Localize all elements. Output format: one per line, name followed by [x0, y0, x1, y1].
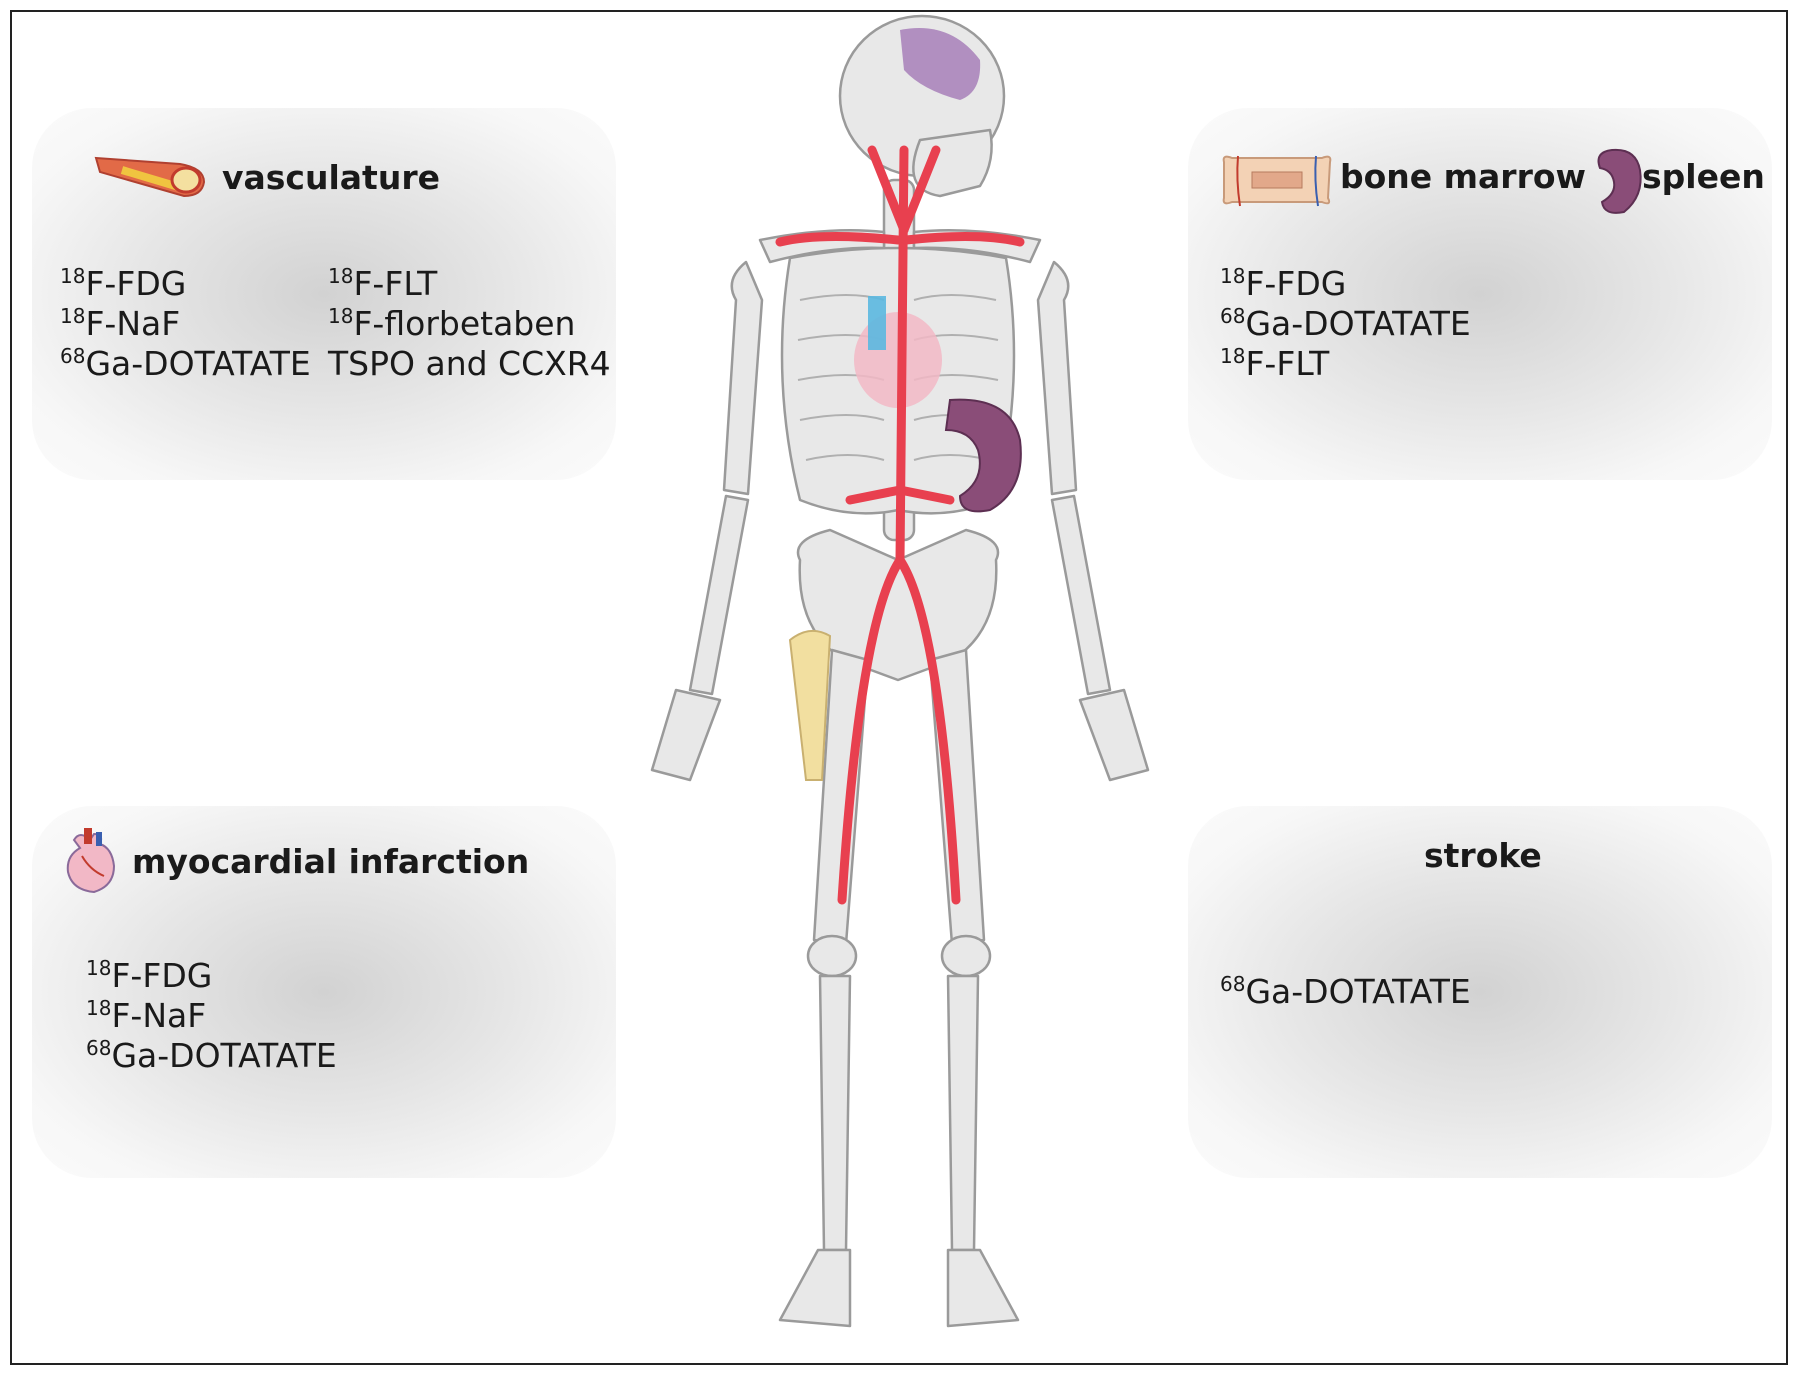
tracer-item: 18F-FLT — [328, 264, 438, 303]
tracer-item: 18F-florbetaben — [328, 304, 576, 343]
vasculature-heading: vasculature — [222, 158, 440, 197]
spleen-heading: spleen — [1642, 157, 1765, 196]
tracer-item: 68Ga-DOTATATE — [86, 1036, 337, 1075]
vasculature-tracers-col1: 18F-FDG 18F-NaF 68Ga-DOTATATE — [60, 264, 311, 384]
myocardial-infarction-heading: myocardial infarction — [132, 842, 530, 881]
tracer-item: 18F-FDG — [1220, 264, 1347, 303]
heart-icon — [66, 828, 116, 894]
vasculature-tracers-col2: 18F-FLT 18F-florbetaben TSPO and CCXR4 — [328, 264, 611, 384]
bone-marrow-tracers: 18F-FDG 68Ga-DOTATATE 18F-FLT — [1220, 264, 1471, 384]
tracer-item: TSPO and CCXR4 — [328, 344, 611, 383]
myocardial-infarction-tracers: 18F-FDG 18F-NaF 68Ga-DOTATATE — [86, 956, 337, 1076]
tracer-item: 68Ga-DOTATATE — [60, 344, 311, 383]
tracer-item: 18F-FLT — [1220, 344, 1330, 383]
tracer-item: 18F-NaF — [60, 304, 181, 343]
tracer-item: 18F-FDG — [60, 264, 187, 303]
figure-frame — [10, 10, 1788, 1365]
stroke-tracers: 68Ga-DOTATATE — [1220, 972, 1471, 1012]
tracer-item: 68Ga-DOTATATE — [1220, 972, 1471, 1011]
tracer-item: 18F-NaF — [86, 996, 207, 1035]
bone-marrow-heading: bone marrow — [1340, 157, 1587, 196]
bone-marrow-icon — [1222, 155, 1332, 207]
artery-plaque-icon — [94, 156, 206, 198]
tracer-item: 68Ga-DOTATATE — [1220, 304, 1471, 343]
spleen-icon — [1597, 148, 1642, 214]
brain-icon — [900, 28, 981, 100]
stroke-heading: stroke — [1424, 836, 1542, 875]
tracer-item: 18F-FDG — [86, 956, 213, 995]
panel-myocardial-infarction — [32, 806, 616, 1178]
panel-stroke — [1188, 806, 1772, 1178]
